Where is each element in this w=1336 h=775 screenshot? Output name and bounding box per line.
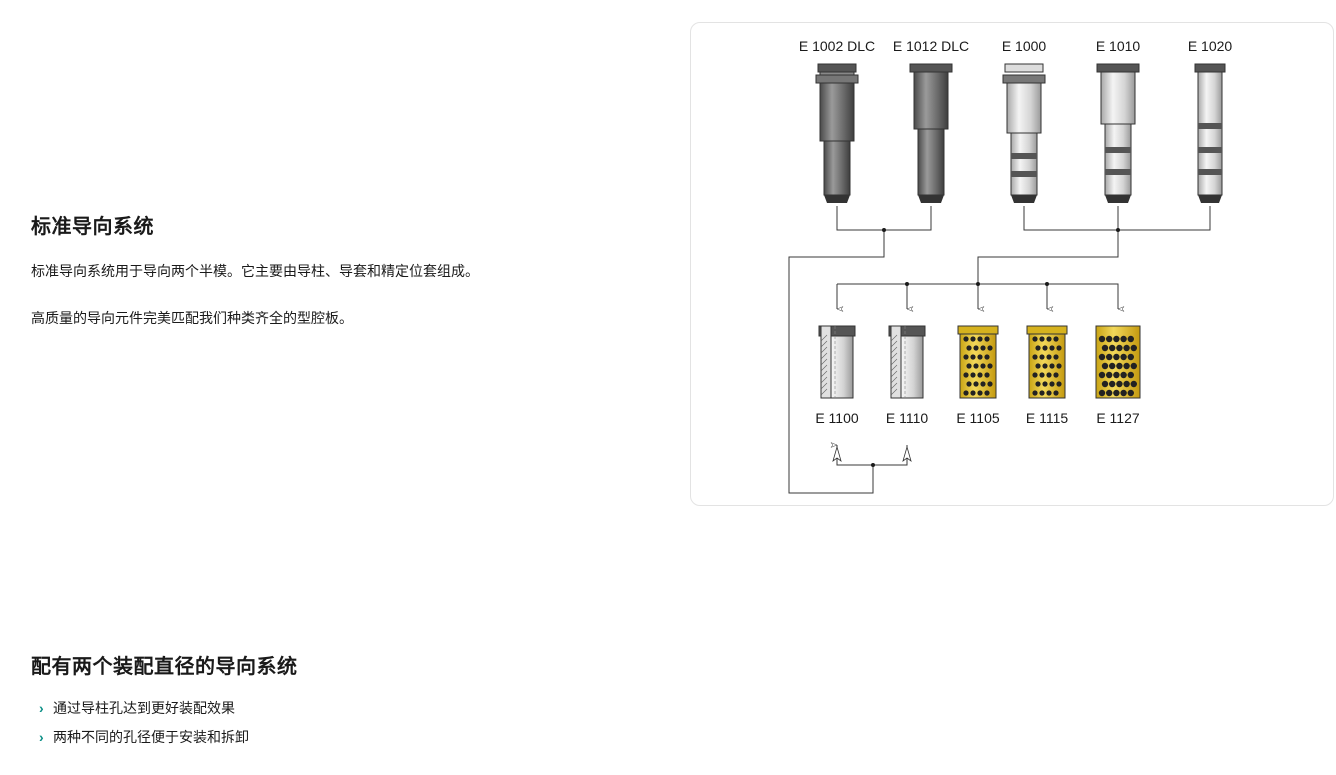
- connector-lines: [788, 206, 1211, 494]
- bushing-label: E 1110: [886, 410, 929, 426]
- bushing-label: E 1127: [1096, 410, 1140, 426]
- list-item: › 通过导柱孔达到更好装配效果: [31, 694, 631, 723]
- guide-pillar: E 1000: [1002, 38, 1047, 203]
- diagram-svg: E 1002 DLC E 1012 DLC E 1000 E 1010 E 1020 E…: [788, 38, 1233, 494]
- description-line-1: 标准导向系统用于导向两个半模。它主要由导柱、导套和精定位套组成。: [31, 263, 479, 279]
- list-item-text: 通过导柱孔达到更好装配效果: [53, 700, 235, 716]
- junction-dots: [871, 228, 1120, 467]
- guide-pillar: E 1012 DLC: [893, 38, 969, 203]
- feature-list: › 通过导柱孔达到更好装配效果 › 两种不同的孔径便于安装和拆卸: [31, 694, 631, 752]
- bushing-label: E 1105: [956, 410, 1000, 426]
- guide-bushing: E 1127: [1095, 325, 1141, 426]
- standard-guide-section: 标准导向系统 标准导向系统用于导向两个半模。它主要由导柱、导套和精定位套组成。 …: [31, 210, 631, 333]
- guide-system-diagram: E 1002 DLC E 1012 DLC E 1000 E 1010 E 1020 E…: [690, 22, 1334, 506]
- bushing-label: E 1115: [1026, 410, 1069, 426]
- bushing-label: E 1100: [815, 410, 859, 426]
- guide-pillar: E 1010: [1096, 38, 1141, 203]
- guide-pillars: E 1002 DLC E 1012 DLC E 1000 E 1010 E 1020: [799, 38, 1233, 203]
- pillar-label: E 1000: [1002, 38, 1047, 54]
- pillar-label: E 1020: [1188, 38, 1233, 54]
- upward-arrows: [832, 445, 912, 463]
- description-line-2: 高质量的导向元件完美匹配我们种类齐全的型腔板。: [31, 310, 353, 326]
- pillar-label: E 1002 DLC: [799, 38, 875, 54]
- guide-bushing: E 1105: [956, 325, 1000, 426]
- dual-diameter-section: 配有两个装配直径的导向系统 › 通过导柱孔达到更好装配效果 › 两种不同的孔径便…: [31, 650, 631, 752]
- guide-pillar: E 1002 DLC: [799, 38, 875, 203]
- chevron-right-icon: ›: [39, 700, 44, 716]
- guide-bushing: E 1100: [815, 325, 859, 426]
- guide-bushing: E 1110: [886, 325, 929, 426]
- pillar-label: E 1012 DLC: [893, 38, 969, 54]
- guide-bushing: E 1115: [1026, 325, 1069, 426]
- guide-pillar: E 1020: [1188, 38, 1233, 203]
- list-item: › 两种不同的孔径便于安装和拆卸: [31, 723, 631, 752]
- pillar-label: E 1010: [1096, 38, 1141, 54]
- list-item-text: 两种不同的孔径便于安装和拆卸: [53, 729, 249, 745]
- chevron-right-icon: ›: [39, 729, 44, 745]
- section-title-2: 配有两个装配直径的导向系统: [31, 656, 298, 678]
- section-title: 标准导向系统: [31, 216, 154, 238]
- guide-bushings: E 1100 E 1110 E 1105 E 1115 E 1127: [815, 325, 1141, 426]
